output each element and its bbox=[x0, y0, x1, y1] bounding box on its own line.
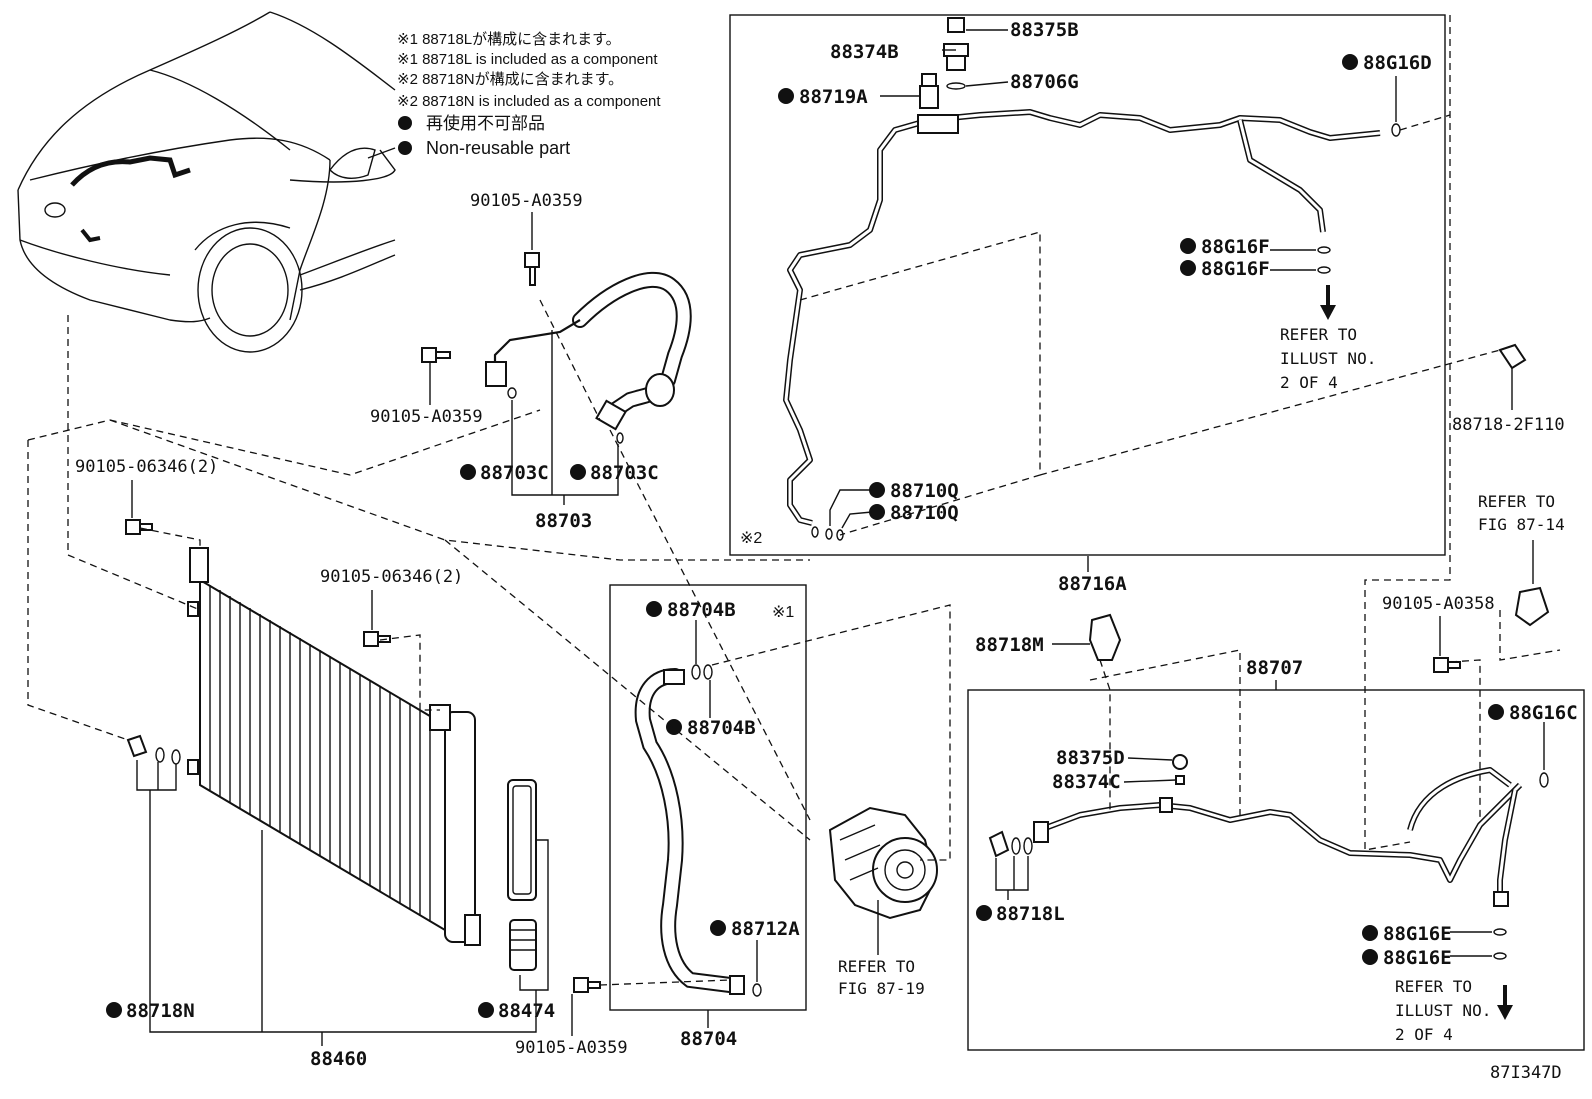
bolts bbox=[125, 252, 1461, 993]
label-88707: 88707 bbox=[1246, 657, 1303, 679]
label-88703C-2: 88703C bbox=[590, 462, 659, 484]
ref3-line1: REFER TO bbox=[838, 957, 915, 976]
ref4-line1: REFER TO bbox=[1395, 977, 1472, 996]
pipe-88707 bbox=[1033, 767, 1549, 960]
label-90105-A0358: 90105-A0358 bbox=[1382, 594, 1495, 614]
label-88375D: 88375D bbox=[1056, 747, 1125, 769]
label-90105-06346-2: 90105-06346(2) bbox=[320, 567, 463, 587]
label-88716A: 88716A bbox=[1058, 573, 1127, 595]
note-2-en: ※2 88718N is included as a component bbox=[397, 93, 661, 110]
bracket-88718N bbox=[126, 734, 181, 765]
labels-condenser: 90105-06346(2) 90105-06346(2) 88718N 884… bbox=[75, 457, 628, 1070]
label-88G16D: 88G16D bbox=[1363, 52, 1432, 74]
compressor: REFER TO FIG 87-19 bbox=[828, 806, 938, 998]
kome-2-mark: ※2 bbox=[740, 530, 762, 547]
labels-88707: 88718M 88707 90105-A0358 REFER TO FIG 87… bbox=[975, 492, 1578, 1044]
label-88710Q-2: 88710Q bbox=[890, 502, 959, 524]
hose-88703 bbox=[485, 272, 692, 444]
label-90105-A0359-mid: 90105-A0359 bbox=[370, 407, 483, 427]
pressure-switch-88719A bbox=[919, 17, 969, 109]
label-90105-06346-1: 90105-06346(2) bbox=[75, 457, 218, 477]
panel-88716A bbox=[729, 14, 1446, 556]
label-88474: 88474 bbox=[498, 1000, 555, 1022]
label-88704B-2: 88704B bbox=[687, 717, 756, 739]
ref1-line2: ILLUST NO. bbox=[1280, 349, 1376, 368]
label-88G16F-1: 88G16F bbox=[1201, 236, 1270, 258]
ref3-line2: FIG 87-19 bbox=[838, 979, 925, 998]
note-1-jp: ※1 88718Lが構成に含まれます。 bbox=[397, 31, 621, 48]
kome-1-mark: ※1 bbox=[772, 604, 794, 621]
ref4-line2: ILLUST NO. bbox=[1395, 1001, 1491, 1020]
label-88704: 88704 bbox=[680, 1028, 737, 1050]
label-88375B: 88375B bbox=[1010, 19, 1079, 41]
ref1-line1: REFER TO bbox=[1280, 325, 1357, 344]
label-88374B: 88374B bbox=[830, 41, 899, 63]
hose-88704 bbox=[634, 664, 762, 997]
clip-88718-2F110: 88718-2F110 bbox=[1452, 343, 1565, 435]
label-90105-A0359-top: 90105-A0359 bbox=[470, 191, 583, 211]
arrow-down-icon bbox=[1320, 285, 1336, 320]
label-88710Q-1: 88710Q bbox=[890, 480, 959, 502]
label-88460: 88460 bbox=[310, 1048, 367, 1070]
ref1-line3: 2 OF 4 bbox=[1280, 373, 1338, 392]
label-88718-2F110: 88718-2F110 bbox=[1452, 415, 1565, 435]
label-88719A: 88719A bbox=[799, 86, 868, 108]
label-88G16F-2: 88G16F bbox=[1201, 258, 1270, 280]
label-88718N: 88718N bbox=[126, 1000, 195, 1022]
labels-88704: 88704B ※1 88704B 88712A 88704 bbox=[646, 599, 800, 1050]
label-88374C: 88374C bbox=[1052, 771, 1121, 793]
label-88703C-1: 88703C bbox=[480, 462, 549, 484]
panel-88707 bbox=[967, 689, 1585, 1051]
leaders-top-panel bbox=[829, 29, 1397, 572]
ref2-line1: REFER TO bbox=[1478, 492, 1555, 511]
pipe-88716A bbox=[783, 109, 1381, 526]
non-reusable-jp: 再使用不可部品 bbox=[426, 113, 545, 133]
dashed-connections bbox=[27, 15, 1561, 986]
vehicle-outline bbox=[17, 11, 396, 353]
note-1-en: ※1 88718L is included as a component bbox=[397, 51, 658, 68]
label-88703: 88703 bbox=[535, 510, 592, 532]
non-reusable-dot-icon bbox=[398, 116, 412, 130]
label-88718M: 88718M bbox=[975, 634, 1044, 656]
label-88G16E-1: 88G16E bbox=[1383, 923, 1452, 945]
label-88704B-1: 88704B bbox=[667, 599, 736, 621]
label-88712A: 88712A bbox=[731, 918, 800, 940]
label-88706G: 88706G bbox=[1010, 71, 1079, 93]
label-88G16E-2: 88G16E bbox=[1383, 947, 1452, 969]
labels-top-panel: 88375B 88374B 88706G 88719A 88G16D 88G16… bbox=[740, 19, 1432, 595]
note-2-jp: ※2 88718Nが構成に含まれます。 bbox=[397, 71, 623, 88]
ref4-line3: 2 OF 4 bbox=[1395, 1025, 1453, 1044]
label-90105-A0359-bot: 90105-A0359 bbox=[515, 1038, 628, 1058]
condenser-88460 bbox=[187, 547, 481, 946]
label-88718L: 88718L bbox=[996, 903, 1065, 925]
o-rings-top bbox=[811, 123, 1401, 541]
figure-id: 87I347D bbox=[1490, 1063, 1562, 1083]
arrow-down-icon bbox=[1497, 985, 1513, 1020]
non-reusable-dot-icon bbox=[398, 141, 412, 155]
label-88G16C: 88G16C bbox=[1509, 702, 1578, 724]
legend-notes: ※1 88718Lが構成に含まれます。 ※1 88718L is include… bbox=[397, 31, 661, 158]
labels-88703: 90105-A0359 90105-A0359 88703C 88703C 88… bbox=[370, 191, 659, 532]
ref2-line2: FIG 87-14 bbox=[1478, 515, 1565, 534]
receiver-88474 bbox=[507, 779, 537, 971]
non-reusable-en: Non-reusable part bbox=[426, 138, 570, 158]
